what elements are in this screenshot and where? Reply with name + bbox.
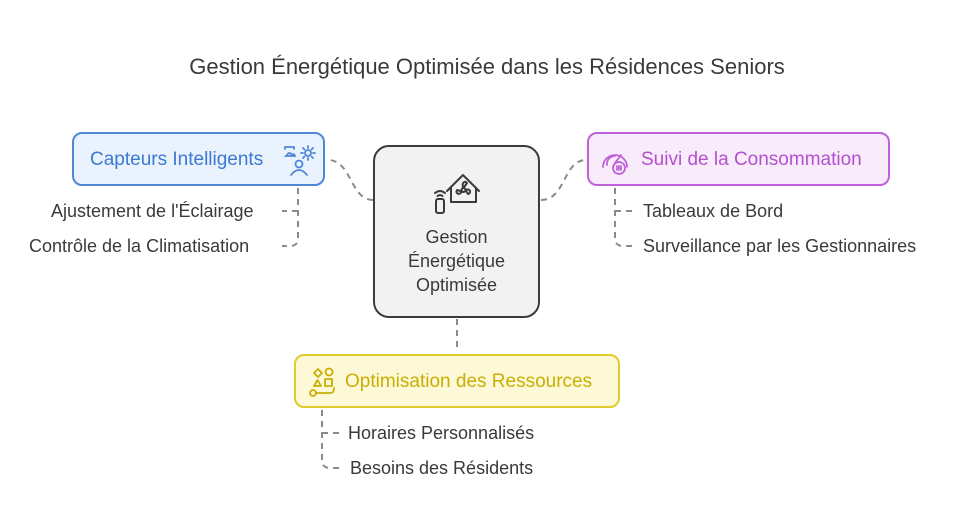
shapes-resources-icon bbox=[308, 366, 338, 404]
leaf-air-conditioning: Contrôle de la Climatisation bbox=[29, 236, 250, 256]
central-topic: Gestion Énergétique Optimisée bbox=[373, 145, 540, 318]
leaf-dashboards: Tableaux de Bord bbox=[643, 201, 784, 221]
central-line-2: Énergétique bbox=[407, 251, 506, 271]
branch-resources: Optimisation des Ressources bbox=[294, 354, 620, 408]
branch-resources-label: Optimisation des Ressources bbox=[345, 371, 593, 392]
central-topic-label: Gestion Énergétique Optimisée bbox=[375, 225, 538, 297]
central-line-1: Gestion bbox=[425, 227, 488, 247]
smart-sensor-icon bbox=[282, 143, 316, 183]
connector-monitoring bbox=[540, 159, 587, 201]
connector-sensors-items bbox=[282, 188, 299, 247]
leaf-resident-needs: Besoins des Résidents bbox=[350, 458, 534, 478]
gauge-meter-icon bbox=[599, 145, 631, 183]
diagram-title: Gestion Énergétique Optimisée dans les R… bbox=[189, 54, 785, 79]
connector-resources-items bbox=[321, 410, 340, 469]
leaf-lighting: Ajustement de l'Éclairage bbox=[51, 201, 254, 221]
smart-home-fan-icon bbox=[431, 169, 485, 226]
branch-sensors: Capteurs Intelligents bbox=[72, 132, 325, 186]
branch-monitoring: Suivi de la Consommation bbox=[587, 132, 890, 186]
leaf-manager-supervision: Surveillance par les Gestionnaires bbox=[643, 236, 917, 256]
connector-monitoring-items bbox=[614, 188, 632, 247]
connector-sensors bbox=[327, 159, 374, 201]
branch-sensors-label: Capteurs Intelligents bbox=[90, 149, 264, 170]
branch-monitoring-label: Suivi de la Consommation bbox=[641, 149, 862, 170]
leaf-custom-schedules: Horaires Personnalisés bbox=[348, 423, 535, 443]
central-line-3: Optimisée bbox=[415, 275, 498, 295]
